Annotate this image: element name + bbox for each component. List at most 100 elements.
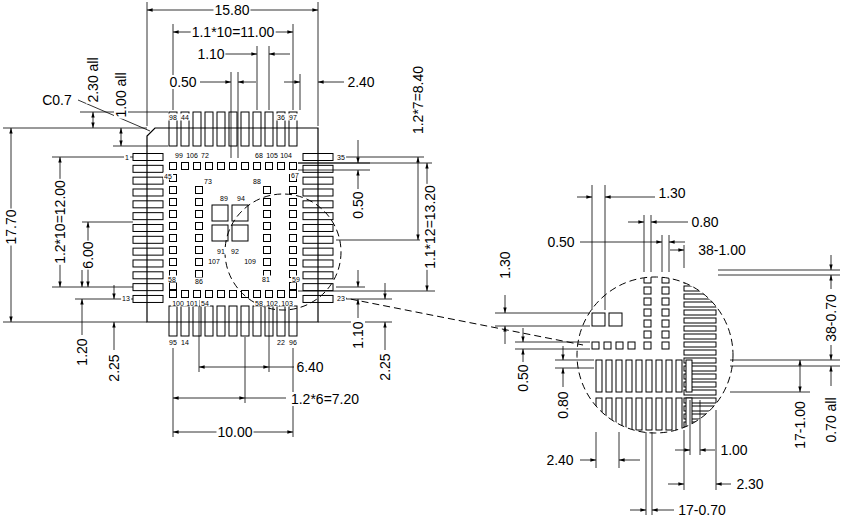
- land-pad: [264, 187, 271, 194]
- land-pad: [684, 326, 716, 331]
- land-pad: [666, 398, 672, 430]
- land-pad: [277, 112, 285, 146]
- land-pad: [253, 112, 261, 146]
- pin-number: 95: [168, 339, 178, 346]
- pin-number: 45: [163, 173, 173, 180]
- drawing-line: [225, 194, 341, 310]
- drawing-line: [515, 342, 590, 343]
- dimension-text: 38-1.00: [697, 243, 746, 257]
- pin-number: 58: [254, 300, 264, 307]
- land-pad: [592, 342, 599, 349]
- land-pad: [628, 342, 635, 349]
- land-pad: [205, 112, 213, 146]
- drawing-line: [114, 322, 115, 350]
- land-pad: [170, 163, 177, 170]
- dimension-text: C0.7: [41, 93, 73, 107]
- dimension-text: 1.1*12=13.20: [423, 184, 437, 270]
- drawing-line: [358, 299, 359, 318]
- drawing-line: [605, 185, 606, 310]
- land-pad: [616, 360, 622, 392]
- land-pad: [290, 211, 297, 218]
- drawing-line: [670, 250, 684, 251]
- drawing-line: [630, 510, 646, 511]
- drawing-line: [257, 46, 258, 110]
- land-pad: [206, 163, 213, 170]
- land-pad: [264, 199, 271, 206]
- dimension-text: 1.2*7=8.40: [411, 65, 425, 135]
- land-pad: [133, 248, 163, 255]
- drawing-line: [669, 235, 670, 272]
- drawing-line: [718, 275, 840, 276]
- land-pad: [196, 199, 203, 206]
- land-pad: [133, 295, 163, 302]
- drawing-line: [596, 432, 597, 468]
- land-pad: [290, 247, 297, 254]
- land-pad: [644, 309, 651, 316]
- land-pad: [242, 163, 249, 170]
- land-pad: [194, 163, 201, 170]
- land-pad: [626, 360, 632, 392]
- drawing-line: [592, 270, 716, 451]
- land-pad: [133, 260, 163, 267]
- drawing-line: [592, 185, 593, 310]
- pin-number: 13: [121, 295, 131, 302]
- drawing-line: [651, 222, 667, 223]
- land-pad: [206, 291, 213, 298]
- drawing-line: [831, 366, 832, 386]
- drawing-line: [238, 72, 239, 158]
- pin-number: 99: [174, 152, 184, 159]
- land-pad: [196, 235, 203, 242]
- drawing-line: [418, 157, 419, 240]
- land-pad: [196, 271, 203, 278]
- drawing-line: [515, 349, 590, 350]
- drawing-line: [684, 245, 685, 268]
- land-pad: [644, 298, 651, 305]
- drawing-line: [52, 287, 133, 288]
- land-pad: [212, 225, 228, 241]
- drawing-line: [495, 326, 590, 327]
- dimension-text: 1.2*6=7.20: [290, 392, 360, 406]
- drawing-line: [716, 484, 731, 485]
- land-pad: [646, 398, 652, 430]
- dimension-text: 2.40: [545, 453, 574, 467]
- drawing-line: [662, 235, 663, 272]
- pin-number: 67: [290, 172, 300, 179]
- land-pad: [684, 310, 716, 315]
- drawing-line: [269, 300, 270, 372]
- drawing-line: [652, 510, 668, 511]
- dimension-text: 1.10: [351, 320, 365, 349]
- drawing-line: [667, 222, 688, 223]
- land-pad: [170, 187, 177, 194]
- land-pad: [264, 259, 271, 266]
- land-pad: [290, 163, 297, 170]
- land-pad: [644, 276, 651, 283]
- drawing-line: [245, 337, 246, 403]
- dimension-text: 0.50: [168, 75, 197, 89]
- land-pad: [289, 306, 297, 336]
- drawing-line: [675, 450, 690, 451]
- land-pad: [662, 287, 669, 294]
- pin-number: 14: [180, 339, 190, 346]
- drawing-line: [620, 197, 655, 198]
- drawing-line: [147, 128, 318, 322]
- land-pad: [656, 398, 662, 430]
- land-pad: [626, 398, 632, 430]
- land-pad: [676, 360, 682, 392]
- pin-number: 86: [194, 278, 204, 285]
- drawing-line: [684, 430, 685, 490]
- drawing-line: [730, 392, 810, 393]
- drawing-line: [668, 484, 684, 485]
- drawing-line: [121, 128, 122, 146]
- land-pad: [290, 259, 297, 266]
- drawing-line: [336, 240, 420, 241]
- pin-number: 73: [203, 178, 213, 185]
- drawing-line: [580, 242, 662, 243]
- drawing-line: [831, 275, 832, 289]
- drawing-line: [269, 54, 290, 55]
- land-pad: [253, 306, 261, 336]
- dimension-text: 10.00: [216, 425, 253, 439]
- land-pad: [241, 112, 249, 146]
- drawing-line: [298, 170, 370, 171]
- drawing-line: [800, 360, 801, 392]
- drawing-line: [690, 400, 691, 455]
